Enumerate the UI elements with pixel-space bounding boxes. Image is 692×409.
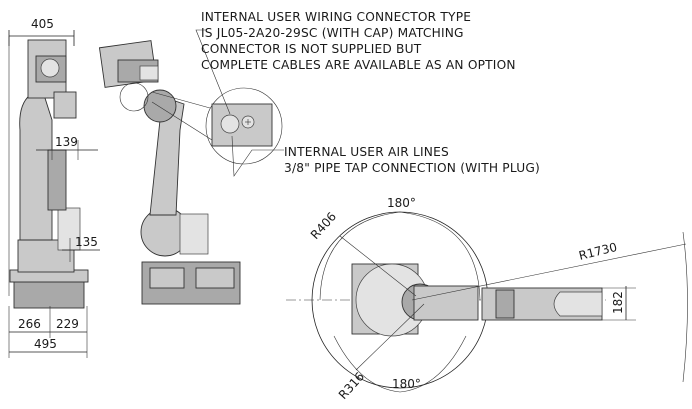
reach-arc-outer: [682, 231, 688, 383]
dim-139-label: 139: [55, 135, 78, 149]
wiring-note-line-4: COMPLETE CABLES ARE AVAILABLE AS AN OPTI…: [201, 58, 516, 72]
angle-180-bottom: 180°: [392, 377, 421, 391]
radius-406-label: R406: [308, 209, 339, 242]
robot-front-motor: [179, 213, 209, 255]
wiring-note-line-2: IS JL05-2A20-29SC (WITH CAP) MATCHING: [201, 26, 464, 40]
dim-135-label: 135: [75, 235, 98, 249]
wiring-note-line-3: CONNECTOR IS NOT SUPPLIED BUT: [201, 42, 422, 56]
robot-side-view: [9, 39, 89, 309]
dim-495-label: 495: [34, 337, 57, 351]
dimension-139: 139: [36, 135, 98, 160]
robot-base: [13, 277, 85, 309]
air-note-line-2: 3/8" PIPE TAP CONNECTION (WITH PLUG): [284, 161, 540, 175]
angle-180-top: 180°: [387, 196, 416, 210]
r316-leader: [355, 303, 425, 371]
robot-front-view: [98, 40, 241, 305]
radius-316-label: R316: [336, 369, 367, 402]
robot-elbow-motor: [53, 91, 77, 119]
detail-circle: [205, 87, 283, 165]
wiring-note: INTERNAL USER WIRING CONNECTOR TYPE IS J…: [201, 10, 516, 72]
dimension-405: 405: [8, 17, 75, 296]
callout-circle-small: [119, 82, 149, 112]
air-note-line-1: INTERNAL USER AIR LINES: [284, 145, 449, 159]
top-view: 182 180° 180° R406 R1730 R316: [286, 196, 688, 402]
top-forearm-motor: [495, 289, 515, 319]
robot-front-elbow: [143, 89, 177, 123]
dim-182-label: 182: [611, 291, 625, 314]
robot-front-base-panel-2: [195, 267, 235, 289]
robot-front-base-panel: [149, 267, 185, 289]
air-note: INTERNAL USER AIR LINES 3/8" PIPE TAP CO…: [284, 145, 540, 175]
robot-arm-motor: [47, 149, 67, 211]
arc-180-bottom: [333, 335, 467, 393]
r1730-leader: [411, 243, 687, 301]
dimension-base: 266 229 495: [8, 306, 88, 358]
robot-wrist-flange: [40, 58, 60, 78]
dim-405-label: 405: [31, 17, 54, 31]
robot-front-connector-block: [139, 65, 159, 81]
r406-leader: [339, 235, 417, 297]
dim-229-label: 229: [56, 317, 79, 331]
dimension-135: 135: [62, 235, 100, 262]
robot-lower-arm: [19, 94, 53, 241]
arc-180-top: [319, 211, 481, 301]
radius-1730-label: R1730: [577, 240, 618, 263]
top-wrist: [553, 291, 603, 317]
dim-266-label: 266: [18, 317, 41, 331]
top-arm: [413, 285, 479, 321]
wiring-connector: [220, 114, 240, 134]
wiring-note-line-1: INTERNAL USER WIRING CONNECTOR TYPE: [201, 10, 471, 24]
connector-detail: [151, 29, 284, 177]
